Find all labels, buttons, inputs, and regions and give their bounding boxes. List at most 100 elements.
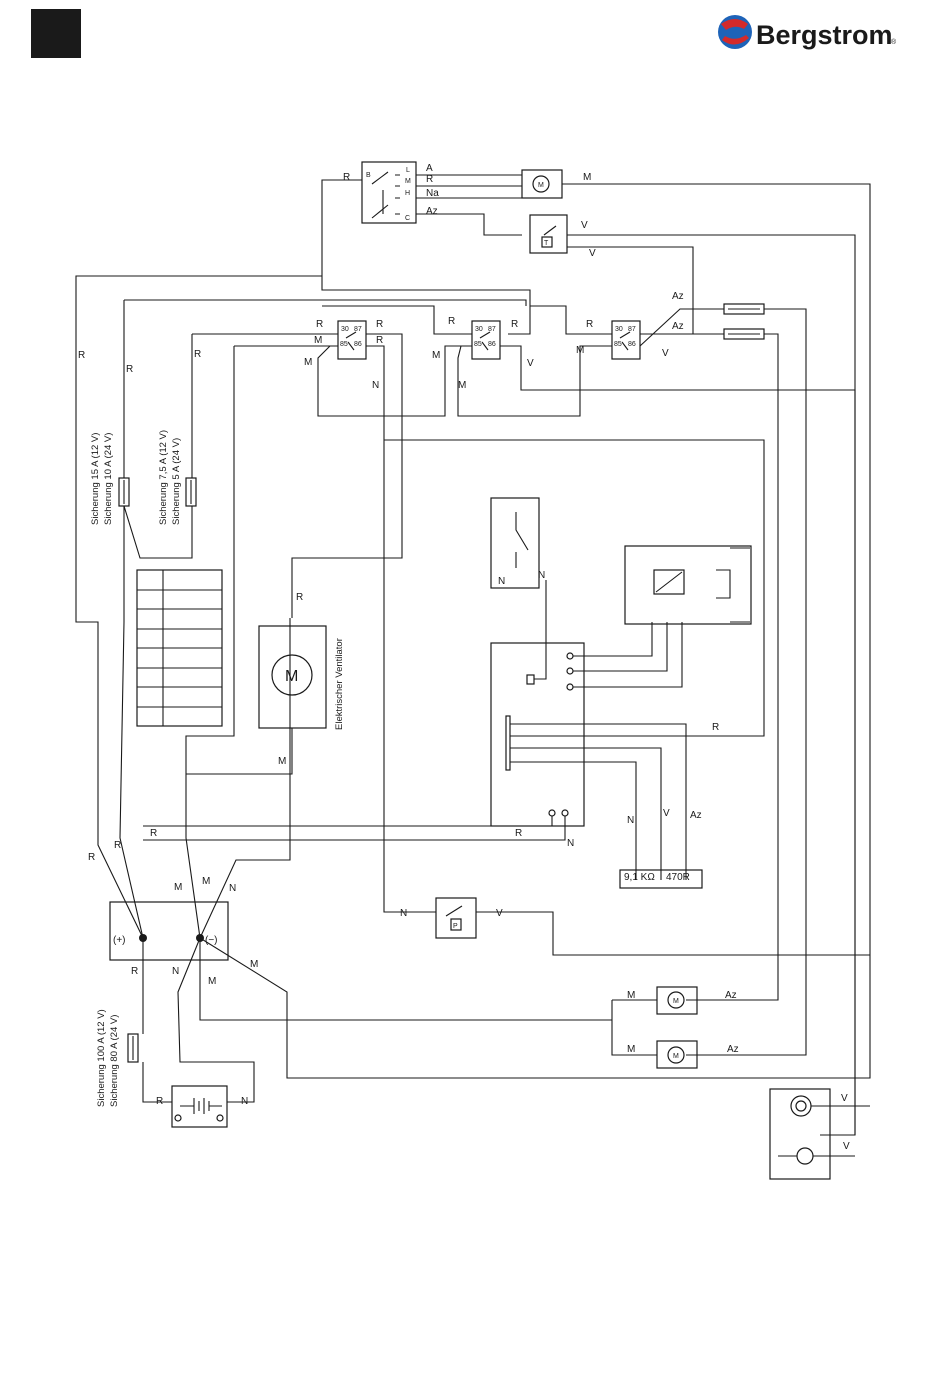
switch-pos-c: C <box>405 215 410 222</box>
relay-pin-86: 86 <box>488 341 496 348</box>
brand-registered-mark: ® <box>891 38 897 46</box>
fan-label: Elektrischer Ventilator <box>334 638 345 730</box>
wire-label-v: V <box>496 908 503 919</box>
wire-label-r: R <box>376 335 383 346</box>
relay-pin-87: 87 <box>488 326 496 333</box>
wire-label-n: N <box>400 908 407 919</box>
relay-pin-30: 30 <box>615 326 623 333</box>
wire-label-n: N <box>627 815 634 826</box>
wire-label-az: Az <box>725 990 737 1001</box>
compressor-module <box>769 1088 831 1180</box>
pressure-switch: P <box>435 897 477 939</box>
wire-label-v: V <box>841 1093 848 1104</box>
wire-label-r: R <box>511 319 518 330</box>
fuse-100a: Sicherung 100 A (12 V) Sicherung 80 A (2… <box>96 1009 139 1107</box>
wire-label-r: R <box>448 316 455 327</box>
wire-label-az: Az <box>727 1044 739 1055</box>
relay-pin-87: 87 <box>354 326 362 333</box>
wire-label-n: N <box>172 966 179 977</box>
motor-symbol: M <box>673 998 679 1005</box>
fuse-15a-label: Sicherung 15 A (12 V) <box>90 433 101 525</box>
wire-label-m: M <box>278 756 286 767</box>
wire-label-r: R <box>296 592 303 603</box>
wire-label-m: M <box>576 345 584 356</box>
control-unit <box>490 642 585 827</box>
resistor-2-label: 470R <box>666 872 690 883</box>
pressure-switch-symbol: P <box>453 923 458 930</box>
brand-name: Bergstrom <box>756 20 893 50</box>
wire-label-r: R <box>156 1096 163 1107</box>
fuse-7-5a <box>185 334 197 507</box>
wire-label-r: R <box>150 828 157 839</box>
wire-label-m: M <box>432 350 440 361</box>
motor-symbol: M <box>673 1053 679 1060</box>
wire-label-m: M <box>314 335 322 346</box>
wire-label-m: M <box>627 1044 635 1055</box>
fuse-15a-label-24v: Sicherung 10 A (24 V) <box>103 433 114 525</box>
relay-1: 30 87 85 86 <box>337 320 367 360</box>
thermostat: T <box>529 214 568 254</box>
wire-label-v: V <box>663 808 670 819</box>
relay-3: 30 87 85 86 <box>611 320 641 360</box>
wire-label-az: Az <box>672 321 684 332</box>
wire-label-r: R <box>78 350 85 361</box>
relay-pin-85: 85 <box>614 341 622 348</box>
wire-label-n: N <box>498 576 505 587</box>
battery <box>171 1085 228 1128</box>
relay-2: 30 87 85 86 <box>471 320 501 360</box>
wire-label-n: N <box>229 883 236 894</box>
wire-label-r: R <box>126 364 133 375</box>
wire-label-r: R <box>131 966 138 977</box>
wire-label-n: N <box>241 1096 248 1107</box>
wire-label-r: R <box>88 852 95 863</box>
brand-logo: Bergstrom ® <box>718 15 897 50</box>
wire-label-r: R <box>712 722 719 733</box>
terminal-block: (+) (−) <box>109 901 229 961</box>
wire-label-v: V <box>527 358 534 369</box>
relay-pin-86: 86 <box>628 341 636 348</box>
wire-label-m: M <box>458 380 466 391</box>
wire-label-r: R <box>194 349 201 360</box>
wire-label-v: V <box>589 248 596 259</box>
fuse-100a-label-24v: Sicherung 80 A (24 V) <box>109 1015 120 1107</box>
wire-label-n: N <box>567 838 574 849</box>
wire-label-r: R <box>586 319 593 330</box>
blower-motor: M <box>521 169 563 199</box>
relay-pin-87: 87 <box>628 326 636 333</box>
switch-pos-h: H <box>405 190 410 197</box>
wire-label-m: M <box>174 882 182 893</box>
wire-label-m: M <box>208 976 216 987</box>
resistor-block: 9,1 KΩ 470R <box>619 869 703 889</box>
switch-pos-b: B <box>366 172 371 179</box>
wire-label-m: M <box>202 876 210 887</box>
fuse-7-5a-label: Sicherung 7,5 A (12 V) <box>158 430 169 525</box>
wire-label-az: Az <box>672 291 684 302</box>
wire-label-a: A <box>426 163 433 174</box>
wire-label-na: Na <box>426 188 439 199</box>
motor-symbol: M <box>538 182 544 189</box>
fan-motor-symbol: M <box>285 668 298 685</box>
inline-fuse <box>686 328 779 1001</box>
wire-label-az: Az <box>426 206 438 217</box>
wire-label-r: R <box>114 840 121 851</box>
wire-label-r: R <box>316 319 323 330</box>
wire-label-r: R <box>376 319 383 330</box>
wire-label-v: V <box>843 1141 850 1152</box>
thermostat-symbol: T <box>544 240 549 247</box>
switch-pos-l: L <box>406 167 410 174</box>
terminal-plus: (+) <box>113 935 126 946</box>
switch-pos-m: M <box>405 178 411 185</box>
fan-speed-switch: B L M H C <box>361 161 417 224</box>
relay-pin-85: 85 <box>340 341 348 348</box>
relay-pin-30: 30 <box>475 326 483 333</box>
wire-label-n: N <box>538 570 545 581</box>
wire-label-m: M <box>627 990 635 1001</box>
wire-label-n: N <box>372 380 379 391</box>
wire-label-az: Az <box>690 810 702 821</box>
fuse-100a-label: Sicherung 100 A (12 V) <box>96 1009 107 1107</box>
resistor-1-label: 9,1 KΩ <box>624 872 655 883</box>
fuse-15a <box>118 300 193 559</box>
wire-label-r: R <box>426 174 433 185</box>
sensor-module <box>624 545 752 625</box>
